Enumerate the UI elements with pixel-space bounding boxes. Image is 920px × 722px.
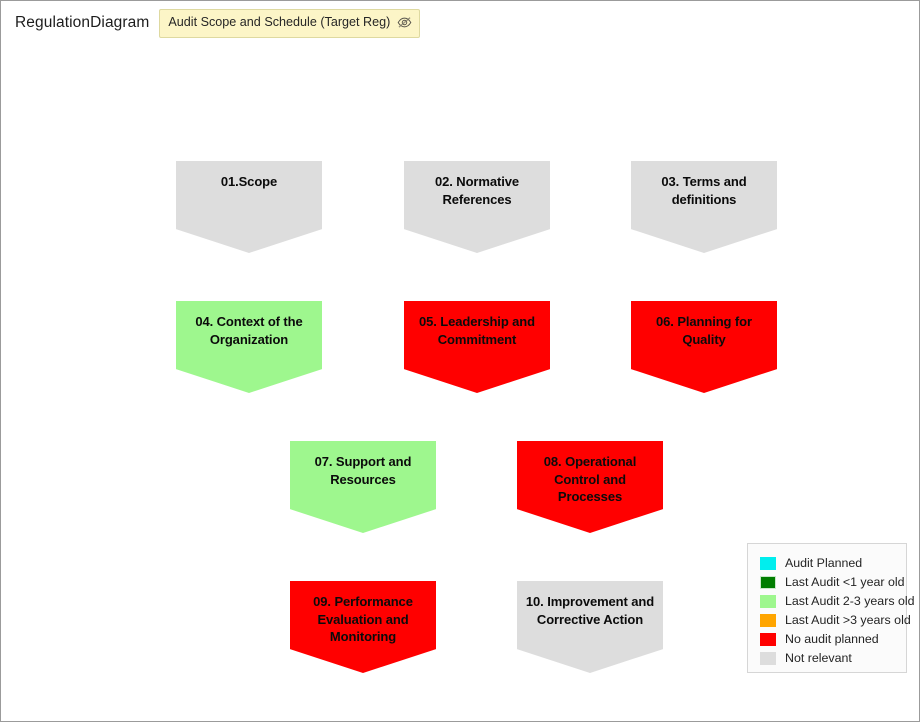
diagram-node-07[interactable]: 07. Support and Resources (290, 441, 436, 533)
diagram-node-03[interactable]: 03. Terms and definitions (631, 161, 777, 253)
diagram-node-02[interactable]: 02. Normative References (404, 161, 550, 253)
legend-label: Not relevant (785, 651, 852, 666)
diagram-node-01[interactable]: 01.Scope (176, 161, 322, 253)
legend-label: No audit planned (785, 632, 879, 647)
diagram-node-label: 01.Scope (220, 174, 278, 189)
legend-swatch-icon (760, 557, 776, 570)
legend-item[interactable]: Last Audit 2-3 years old (760, 592, 915, 611)
legend-swatch-icon (760, 633, 776, 646)
legend-swatch-icon (760, 595, 776, 608)
legend-label: Last Audit 2-3 years old (785, 594, 915, 609)
diagram-canvas: 01.Scope 02. Normative References 03. Term… (1, 45, 919, 721)
diagram-node-label: 08. Operational Control and Processes (543, 454, 637, 504)
legend-item[interactable]: Not relevant (760, 649, 894, 668)
diagram-node-label: 07. Support and Resources (314, 454, 412, 487)
diagram-node-06[interactable]: 06. Planning for Quality (631, 301, 777, 393)
eye-off-icon[interactable] (397, 16, 412, 29)
diagram-node-label: 09. Performance Evaluation and Monitorin… (313, 594, 413, 644)
legend-label: Audit Planned (785, 556, 863, 571)
legend-item[interactable]: Audit Planned (760, 554, 894, 573)
diagram-node-label: 02. Normative References (435, 174, 519, 207)
diagram-node-10[interactable]: 10. Improvement and Corrective Action (517, 581, 663, 673)
diagram-node-label: 04. Context of the Organization (195, 314, 303, 347)
diagram-node-08[interactable]: 08. Operational Control and Processes (517, 441, 663, 533)
diagram-node-label: 05. Leadership and Commitment (419, 314, 535, 347)
diagram-node-label: 06. Planning for Quality (656, 314, 752, 347)
legend-swatch-icon (760, 652, 776, 665)
scope-tag-label: Audit Scope and Schedule (Target Reg) (168, 15, 391, 30)
diagram-node-label: 03. Terms and definitions (661, 174, 747, 207)
diagram-header: RegulationDiagram Audit Scope and Schedu… (1, 1, 919, 45)
diagram-node-04[interactable]: 04. Context of the Organization (176, 301, 322, 393)
legend-label: Last Audit <1 year old (785, 575, 905, 590)
legend-swatch-icon (760, 614, 776, 627)
legend-item[interactable]: No audit planned (760, 630, 894, 649)
page-title: RegulationDiagram (15, 14, 150, 31)
legend-item[interactable]: Last Audit >3 years old (760, 611, 911, 630)
diagram-node-label: 10. Improvement and Corrective Action (525, 594, 655, 627)
diagram-node-05[interactable]: 05. Leadership and Commitment (404, 301, 550, 393)
legend-swatch-icon (760, 576, 776, 589)
legend-item[interactable]: Last Audit <1 year old (760, 573, 905, 592)
scope-tag[interactable]: Audit Scope and Schedule (Target Reg) (159, 8, 421, 38)
legend-label: Last Audit >3 years old (785, 613, 911, 628)
diagram-node-09[interactable]: 09. Performance Evaluation and Monitorin… (290, 581, 436, 673)
